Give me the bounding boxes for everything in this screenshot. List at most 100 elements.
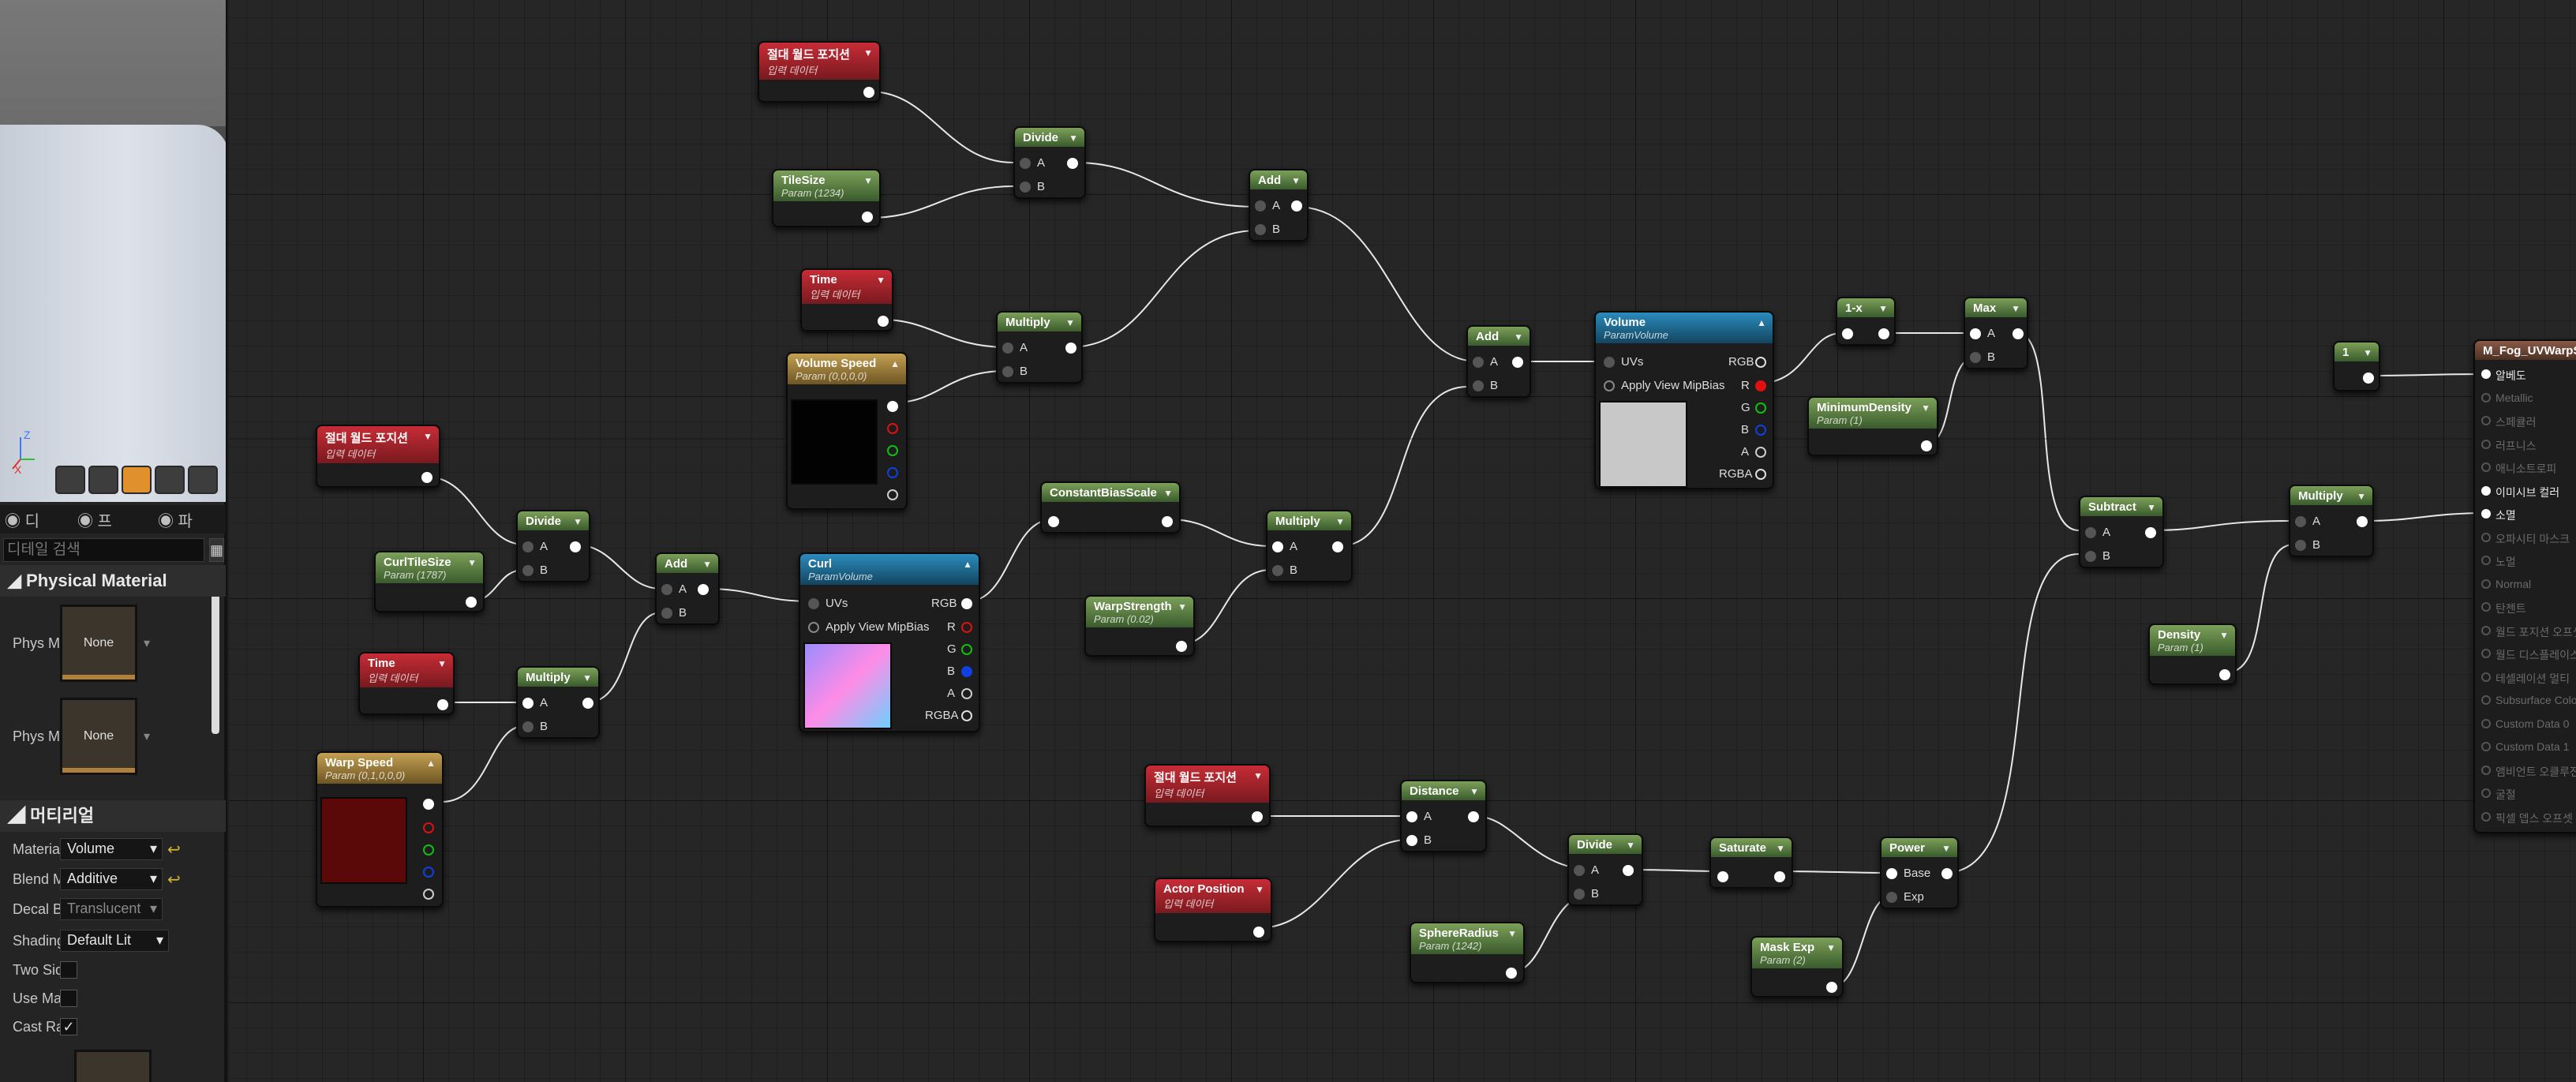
output-pin[interactable] — [1332, 541, 1343, 552]
tab-preview-settings[interactable]: ◉ 프 — [77, 512, 112, 530]
output-pin-r[interactable] — [1755, 380, 1766, 391]
output-pin-g[interactable] — [887, 445, 898, 456]
input-pin-mipbias[interactable] — [808, 622, 819, 633]
output-pin[interactable] — [1512, 357, 1523, 368]
output-pin[interactable] — [421, 472, 432, 483]
two-sided-checkbox[interactable] — [60, 961, 77, 979]
material-input-pin[interactable] — [2481, 695, 2491, 705]
cast-ray-checkbox[interactable]: ✓ — [60, 1018, 77, 1035]
physical-material-section[interactable]: ◢ Physical Material — [0, 565, 226, 597]
node-multiply-1[interactable]: Multiply▼ A B — [996, 311, 1083, 384]
output-pin-rgba[interactable] — [887, 401, 898, 412]
output-pin[interactable] — [863, 87, 874, 98]
output-pin[interactable] — [2012, 328, 2024, 339]
material-input-pin[interactable] — [2481, 369, 2491, 379]
input-pin-b[interactable] — [1272, 565, 1283, 576]
details-search-input[interactable] — [3, 538, 204, 562]
output-pin-a[interactable] — [1755, 447, 1766, 458]
node-multiply-2[interactable]: Multiply▼ A B — [516, 666, 600, 739]
output-pin-rgba[interactable] — [961, 710, 972, 721]
node-one-minus[interactable]: 1-x▼ — [1836, 297, 1896, 346]
output-pin[interactable] — [582, 698, 593, 709]
input-pin-a[interactable] — [1255, 200, 1266, 212]
cylinder-preview-button[interactable] — [55, 466, 85, 494]
material-input-pin[interactable] — [2481, 625, 2491, 635]
input-pin-b[interactable] — [1406, 835, 1417, 846]
output-pin-a[interactable] — [961, 688, 972, 699]
material-input-pin[interactable] — [2481, 439, 2491, 449]
output-pin[interactable] — [570, 541, 581, 552]
output-pin[interactable] — [878, 316, 889, 327]
output-pin[interactable] — [1065, 343, 1076, 354]
output-pin-a[interactable] — [423, 889, 434, 900]
material-input-pin[interactable] — [2481, 602, 2491, 612]
input-pin-b[interactable] — [1473, 380, 1484, 391]
output-pin-rgb[interactable] — [961, 598, 972, 609]
output-pin[interactable] — [1291, 200, 1302, 212]
material-input-pin[interactable] — [2481, 718, 2491, 728]
output-pin[interactable] — [1774, 871, 1785, 882]
input-pin-a[interactable] — [661, 584, 672, 595]
custom-mesh-preview-button[interactable] — [188, 466, 218, 494]
material-input-pin[interactable] — [2481, 509, 2491, 519]
material-input-pin[interactable] — [2481, 672, 2491, 682]
output-pin[interactable] — [437, 699, 448, 710]
input-pin-b[interactable] — [522, 565, 534, 576]
property-matrix-button[interactable]: ▦ — [209, 538, 225, 562]
input-pin-b[interactable] — [1970, 352, 1981, 363]
input-pin-a[interactable] — [1473, 357, 1484, 368]
material-input-pin[interactable] — [2481, 811, 2491, 822]
input-pin[interactable] — [1842, 328, 1853, 339]
input-pin-b[interactable] — [2295, 540, 2306, 551]
output-pin-rgba[interactable] — [423, 799, 434, 810]
output-pin[interactable] — [2145, 527, 2156, 538]
use-material-checkbox[interactable] — [60, 990, 77, 1007]
output-pin-b[interactable] — [887, 467, 898, 478]
reset-arrow-icon[interactable]: ↩ — [167, 870, 181, 889]
material-input-pin[interactable] — [2481, 649, 2491, 658]
output-pin[interactable] — [862, 212, 873, 223]
output-pin-b[interactable] — [961, 666, 972, 677]
output-pin-b[interactable] — [1755, 425, 1766, 436]
output-pin[interactable] — [1826, 982, 1837, 993]
output-pin-r[interactable] — [887, 423, 898, 434]
output-pin[interactable] — [1921, 440, 1932, 451]
material-input-pin[interactable] — [2481, 392, 2491, 402]
material-input-pin[interactable] — [2481, 556, 2491, 565]
output-pin[interactable] — [1878, 328, 1889, 339]
input-pin-a[interactable] — [2295, 516, 2306, 527]
input-pin-b[interactable] — [1255, 224, 1266, 235]
input-pin-b[interactable] — [522, 721, 534, 732]
preview-viewport[interactable]: Z X — [0, 0, 226, 502]
reset-arrow-icon[interactable]: ↩ — [167, 841, 181, 859]
node-constant-bias-scale[interactable]: ConstantBiasScale▼ — [1040, 481, 1181, 534]
input-pin[interactable] — [1717, 871, 1728, 882]
node-saturate[interactable]: Saturate▼ — [1709, 837, 1793, 889]
output-pin-rgba[interactable] — [1755, 469, 1766, 480]
output-pin-r[interactable] — [423, 822, 434, 833]
output-pin[interactable] — [1253, 927, 1264, 938]
input-pin-a[interactable] — [1020, 158, 1031, 169]
phys-mat-thumbnail[interactable]: None — [60, 605, 137, 682]
output-pin-r[interactable] — [961, 622, 972, 633]
input-pin-b[interactable] — [1002, 366, 1013, 377]
input-pin-b[interactable] — [661, 608, 672, 619]
output-pin-a[interactable] — [887, 489, 898, 500]
output-pin[interactable] — [1162, 516, 1173, 527]
material-input-pin[interactable] — [2481, 416, 2491, 425]
shading-model-dropdown[interactable]: Default Lit ▾ — [60, 930, 169, 952]
decal-blend-dropdown[interactable]: Translucent ▾ — [60, 898, 163, 920]
input-pin-a[interactable] — [1574, 865, 1585, 876]
output-pin[interactable] — [466, 597, 477, 608]
